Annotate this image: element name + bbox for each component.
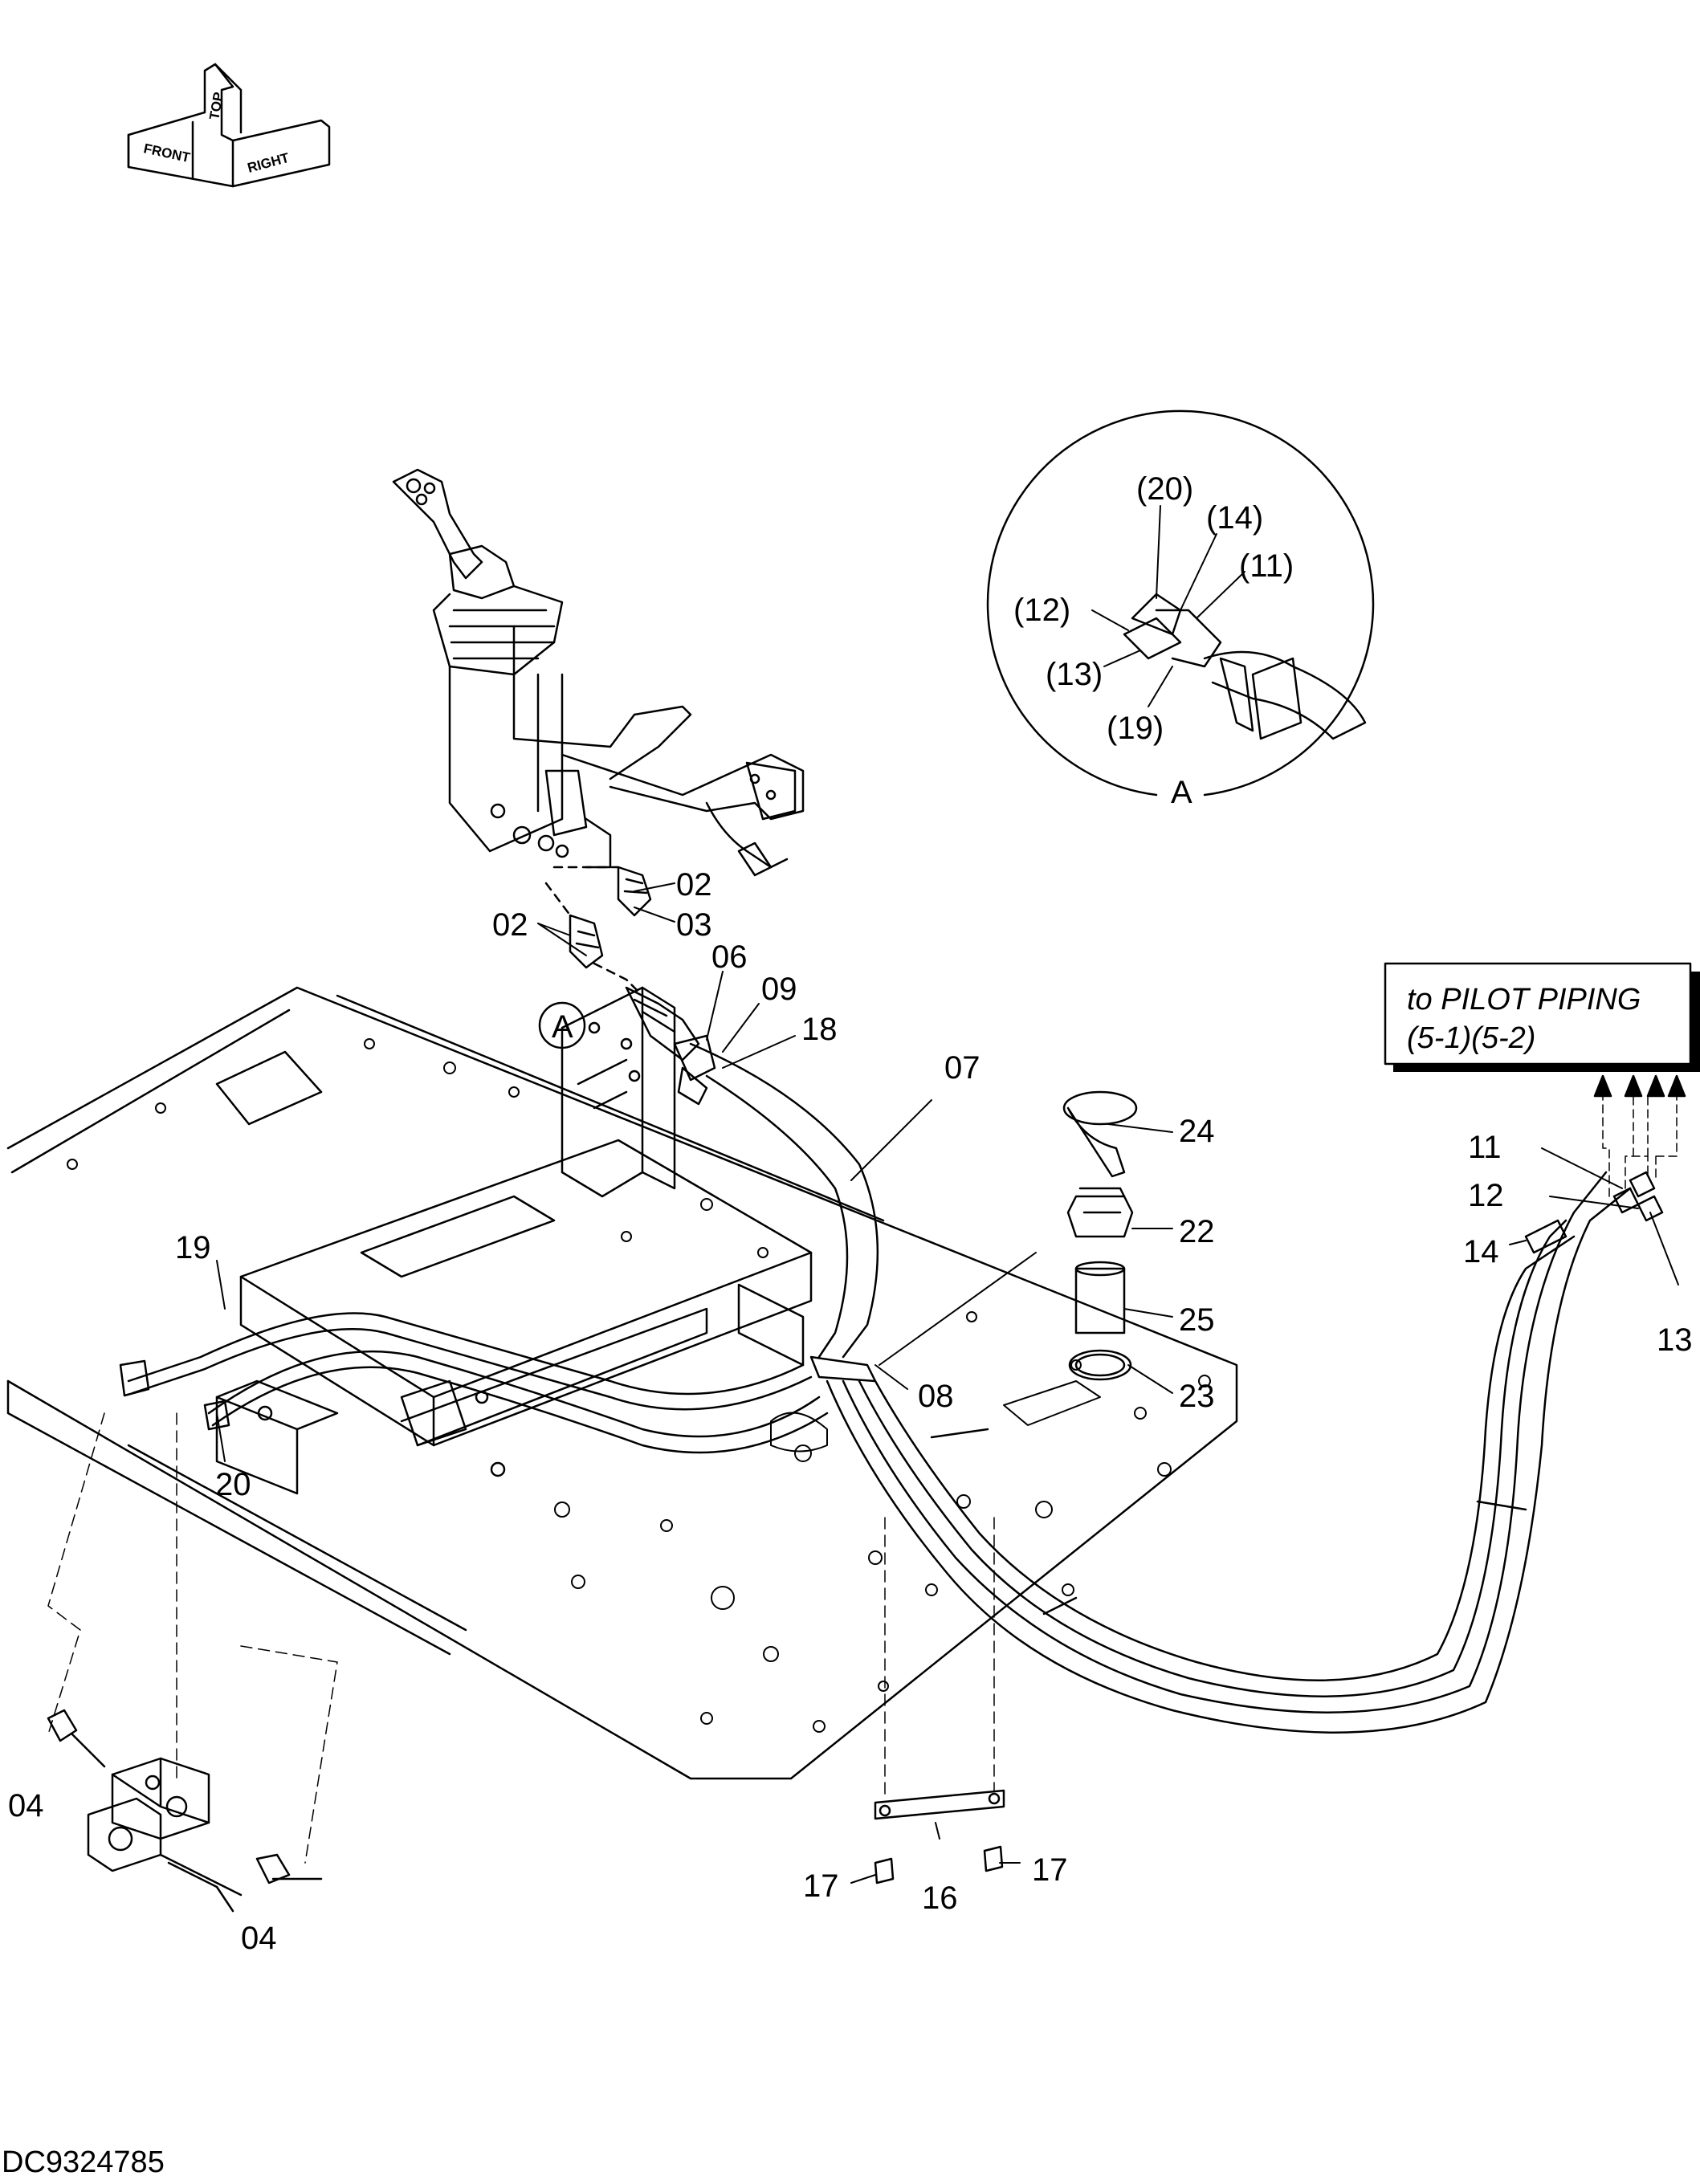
svg-text:FRONT: FRONT <box>142 141 192 165</box>
part-label: 04 <box>241 1921 277 1956</box>
orientation-symbol: TOP FRONT RIGHT <box>127 63 331 188</box>
floor-plate <box>6 986 1238 1780</box>
floor-holes <box>67 1038 1211 1733</box>
part-label: 25 <box>1179 1302 1215 1338</box>
detail-circle-a <box>986 410 1375 797</box>
main-hose-07 <box>673 1034 1632 1734</box>
part-label: 02 <box>492 907 528 943</box>
orientation-label-right: RIGHT <box>246 150 291 176</box>
part-label: 23 <box>1179 1379 1215 1414</box>
part-label: 04 <box>8 1788 44 1823</box>
svg-text:TOP: TOP <box>206 91 226 120</box>
part-label: 13 <box>1657 1322 1693 1358</box>
orientation-label-front: FRONT <box>142 141 192 165</box>
part-label: 22 <box>1179 1214 1215 1249</box>
solenoid-valve <box>47 1412 338 1913</box>
detail-label-a: A <box>1171 775 1192 810</box>
pilot-fittings <box>544 866 700 1061</box>
part-label: 17 <box>1032 1852 1068 1888</box>
part-label: 16 <box>922 1880 958 1916</box>
hose-ends <box>1524 1074 1686 1254</box>
bracket-16 <box>874 1517 1005 1885</box>
reference-line-2: (5-1)(5-2) <box>1407 1021 1535 1055</box>
part-label: 24 <box>1179 1114 1215 1149</box>
drawing-code: DC9324785 <box>2 2145 165 2179</box>
small-parts-stack <box>1062 1090 1138 1381</box>
part-label: 02 <box>676 867 712 903</box>
orientation-label-top: TOP <box>206 91 226 120</box>
svg-text:A: A <box>552 1009 573 1045</box>
detail-callout-11: (11) <box>1239 548 1294 584</box>
detail-callouts: (20) (14) (11) (12) (13) (19) A <box>1013 471 1294 810</box>
part-label: 17 <box>803 1868 839 1904</box>
hose-19 <box>119 1312 829 1454</box>
detail-callout-14: (14) <box>1206 500 1263 536</box>
part-label: 03 <box>676 907 712 943</box>
reference-line-1: to PILOT PIPING <box>1407 983 1641 1017</box>
part-label: 09 <box>761 972 797 1007</box>
detail-callout-12: (12) <box>1013 593 1070 628</box>
detail-callout-20: (20) <box>1136 471 1193 507</box>
part-labels: 02 03 02 06 09 18 07 24 22 25 23 08 19 2… <box>8 867 1693 1956</box>
part-label: 07 <box>944 1050 980 1086</box>
part-label: 12 <box>1468 1178 1504 1213</box>
part-label: 14 <box>1463 1234 1499 1269</box>
part-label: 06 <box>711 939 748 975</box>
part-label: 18 <box>801 1012 838 1047</box>
reference-box: to PILOT PIPING (5-1)(5-2) <box>1384 962 1700 1072</box>
detail-callout-13: (13) <box>1046 657 1103 692</box>
part-label: 08 <box>918 1379 954 1414</box>
joystick-assembly <box>392 468 805 877</box>
svg-text:RIGHT: RIGHT <box>246 150 291 176</box>
part-label: 20 <box>215 1467 251 1502</box>
console-frame <box>215 986 813 1495</box>
detail-leaders <box>1091 505 1245 707</box>
leader-lines <box>216 882 1679 1884</box>
view-marker-a: A <box>538 1001 586 1049</box>
detail-callout-19: (19) <box>1107 711 1164 746</box>
part-label: 11 <box>1468 1130 1502 1165</box>
part-label: 19 <box>175 1230 211 1265</box>
